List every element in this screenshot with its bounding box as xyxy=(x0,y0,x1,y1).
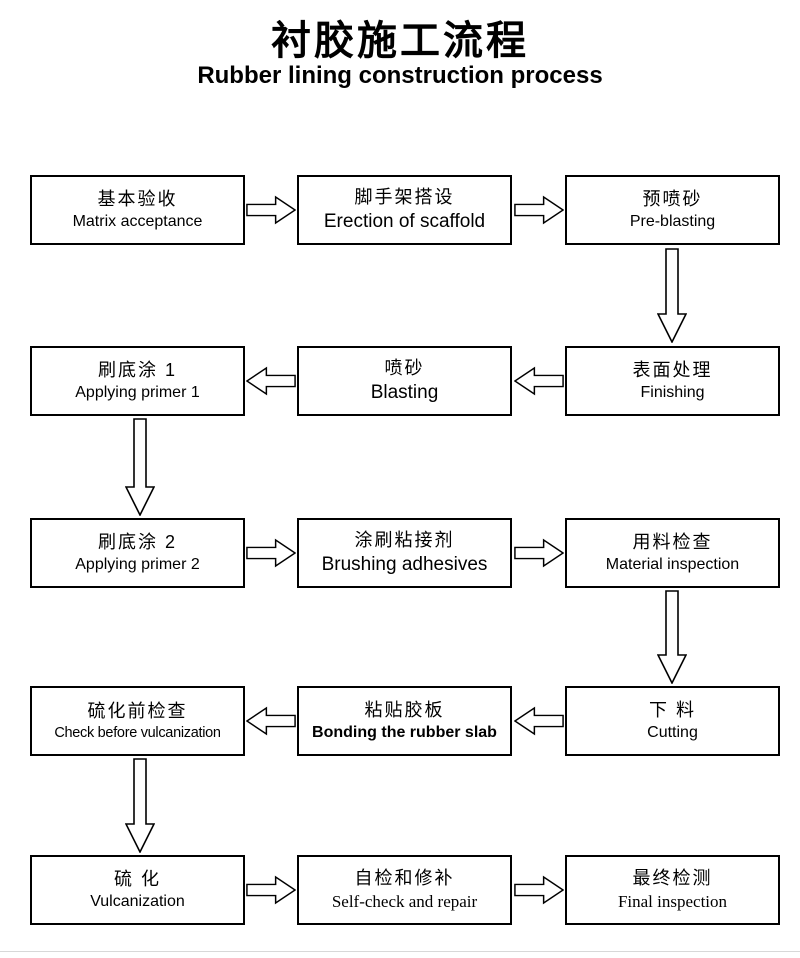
arrow-down-icon xyxy=(657,590,687,684)
arrow-right-icon xyxy=(514,875,564,905)
flow-box-final-inspection: 最终检测 Final inspection xyxy=(565,855,780,925)
box-label-zh: 刷底涂 2 xyxy=(97,531,177,552)
flow-box-cutting: 下 料 Cutting xyxy=(565,686,780,756)
flow-box-pre-blasting: 预喷砂 Pre-blasting xyxy=(565,175,780,245)
box-label-en: Cutting xyxy=(647,723,698,741)
page-bottom-edge xyxy=(0,951,800,952)
box-label-zh: 脚手架搭设 xyxy=(354,187,455,208)
flow-box-vulcanization: 硫 化 Vulcanization xyxy=(30,855,245,925)
box-label-zh: 硫 化 xyxy=(113,868,161,889)
box-label-zh: 涂刷粘接剂 xyxy=(354,530,455,551)
flow-box-self-check-and-repair: 自检和修补 Self-check and repair xyxy=(297,855,512,925)
box-label-en: Applying primer 1 xyxy=(75,383,200,401)
arrow-right-icon xyxy=(246,195,296,225)
arrow-left-icon xyxy=(246,706,296,736)
arrow-left-icon xyxy=(514,366,564,396)
arrow-down-icon xyxy=(657,248,687,343)
box-label-zh: 粘贴胶板 xyxy=(364,699,445,720)
box-label-zh: 自检和修补 xyxy=(354,868,455,889)
box-label-en: Vulcanization xyxy=(90,892,185,910)
page-title-zh: 衬胶施工流程 xyxy=(271,19,529,63)
flow-box-applying-primer-2: 刷底涂 2 Applying primer 2 xyxy=(30,518,245,588)
arrow-left-icon xyxy=(514,706,564,736)
flow-box-check-before-vulcanization: 硫化前检查 Check before vulcanization xyxy=(30,686,245,756)
box-label-zh: 刷底涂 1 xyxy=(97,359,177,380)
box-label-en: Check before vulcanization xyxy=(54,724,221,741)
box-label-en: Brushing adhesives xyxy=(321,553,488,575)
box-label-en: Final inspection xyxy=(617,892,728,912)
box-label-zh: 预喷砂 xyxy=(642,188,703,209)
box-label-zh: 硫化前检查 xyxy=(87,700,188,721)
box-label-zh: 基本验收 xyxy=(97,188,178,209)
box-label-en: Self-check and repair xyxy=(331,892,478,912)
box-label-en: Blasting xyxy=(370,381,439,403)
box-label-zh: 下 料 xyxy=(648,699,696,720)
flow-box-bonding-the-rubber-slab: 粘贴胶板 Bonding the rubber slab xyxy=(297,686,512,756)
arrow-right-icon xyxy=(246,538,296,568)
arrow-left-icon xyxy=(246,366,296,396)
arrow-down-icon xyxy=(125,758,155,853)
box-label-en: Pre-blasting xyxy=(629,212,716,230)
flow-box-brushing-adhesives: 涂刷粘接剂 Brushing adhesives xyxy=(297,518,512,588)
box-label-zh: 最终检测 xyxy=(632,868,713,889)
flow-box-matrix-acceptance: 基本验收 Matrix acceptance xyxy=(30,175,245,245)
arrow-right-icon xyxy=(246,875,296,905)
box-label-zh: 喷砂 xyxy=(384,358,425,379)
box-label-en: Finishing xyxy=(640,383,705,401)
box-label-zh: 表面处理 xyxy=(632,359,713,380)
box-label-en: Erection of scaffold xyxy=(323,210,486,232)
flow-box-applying-primer-1: 刷底涂 1 Applying primer 1 xyxy=(30,346,245,416)
box-label-en: Matrix acceptance xyxy=(72,212,203,230)
box-label-zh: 用料检查 xyxy=(632,531,713,552)
arrow-right-icon xyxy=(514,195,564,225)
flow-box-blasting: 喷砂 Blasting xyxy=(297,346,512,416)
box-label-en: Applying primer 2 xyxy=(75,555,200,573)
box-label-en: Material inspection xyxy=(605,555,740,573)
box-label-en: Bonding the rubber slab xyxy=(312,723,497,741)
flow-box-material-inspection: 用料检查 Material inspection xyxy=(565,518,780,588)
flow-box-erection-of-scaffold: 脚手架搭设 Erection of scaffold xyxy=(297,175,512,245)
flow-box-finishing: 表面处理 Finishing xyxy=(565,346,780,416)
arrow-down-icon xyxy=(125,418,155,516)
arrow-right-icon xyxy=(514,538,564,568)
page-title-en: Rubber lining construction process xyxy=(197,62,603,89)
